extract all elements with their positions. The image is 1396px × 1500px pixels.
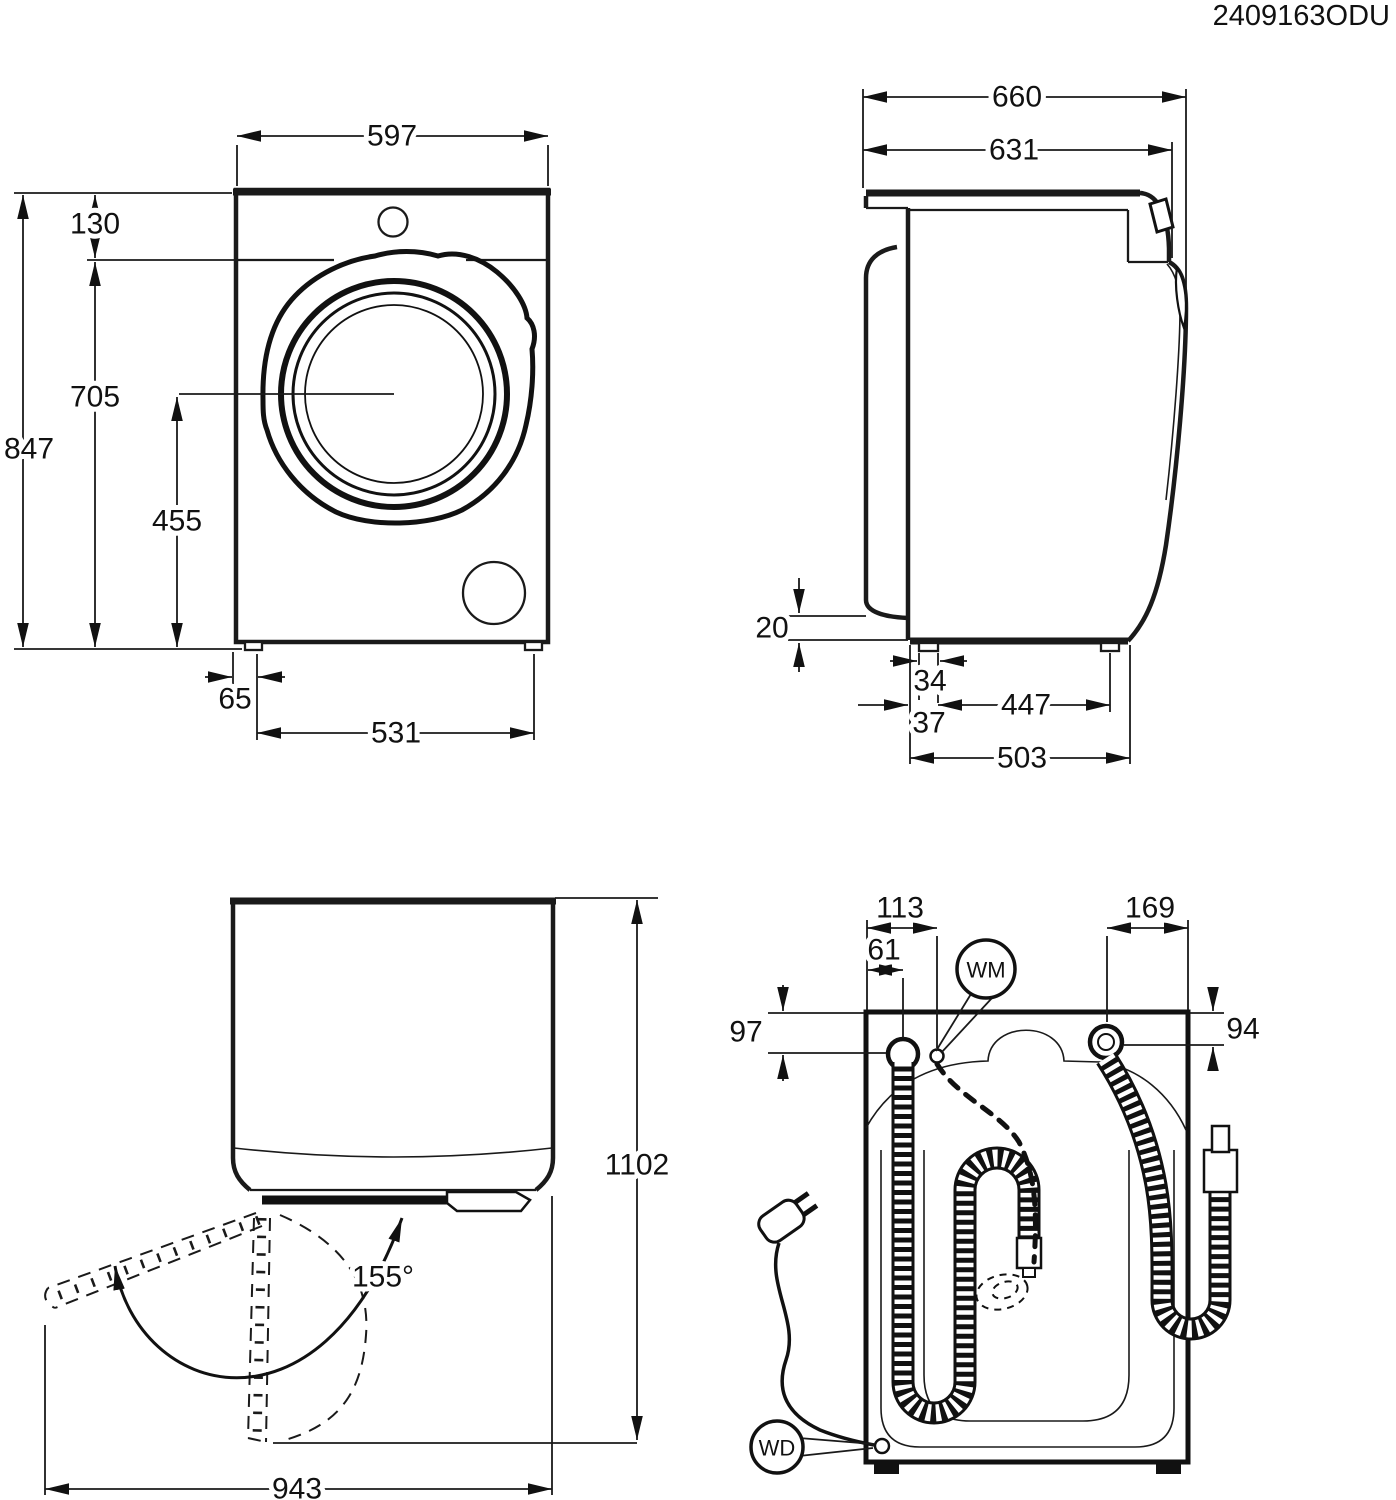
dim-front-height: 847 bbox=[0, 192, 242, 650]
door-swing-outline bbox=[279, 1214, 368, 1441]
dim-door-angle: 155° bbox=[352, 1261, 414, 1294]
program-knob-icon bbox=[377, 206, 409, 238]
wd-outlet bbox=[873, 1437, 891, 1455]
wm-callout: WM bbox=[935, 938, 1017, 1054]
side-rear-cover bbox=[863, 244, 909, 621]
front-right-foot bbox=[523, 640, 544, 652]
svg-text:847: 847 bbox=[4, 433, 54, 466]
wd-callout: WD bbox=[749, 1419, 891, 1475]
dim-feet-span-side: 447 bbox=[938, 653, 1111, 727]
side-door-bulge bbox=[1126, 259, 1189, 643]
open-view-base-curve bbox=[233, 1147, 553, 1158]
wd-label: WD bbox=[759, 1436, 796, 1461]
document-code: 2409163ODU bbox=[1213, 0, 1390, 32]
inlet-hose-connector-stem bbox=[1210, 1124, 1231, 1154]
open-view-left-edge bbox=[230, 902, 252, 1192]
svg-text:447: 447 bbox=[1001, 689, 1051, 722]
svg-text:455: 455 bbox=[152, 505, 202, 538]
door-hanging-outline bbox=[247, 1217, 271, 1443]
dim-door-center-from-top: 705 bbox=[65, 262, 125, 647]
svg-text:61: 61 bbox=[867, 934, 900, 967]
svg-text:34: 34 bbox=[913, 665, 946, 698]
dim-left-port-depth: 97 bbox=[724, 985, 886, 1081]
svg-text:597: 597 bbox=[367, 120, 417, 153]
svg-text:65: 65 bbox=[218, 683, 251, 716]
power-cord bbox=[773, 1242, 875, 1447]
svg-text:20: 20 bbox=[755, 612, 788, 645]
dim-foot-width: 34 bbox=[890, 653, 967, 703]
dim-foot-inset: 65 bbox=[205, 652, 285, 740]
drain-hose-nipple bbox=[1022, 1267, 1036, 1278]
wm-cable bbox=[934, 1061, 1038, 1311]
door-outer-rim bbox=[260, 249, 537, 526]
svg-text:169: 169 bbox=[1125, 892, 1175, 925]
svg-text:705: 705 bbox=[70, 381, 120, 414]
door-handle-groove bbox=[1174, 265, 1188, 333]
filter-flap-icon bbox=[461, 560, 527, 626]
wm-balloon bbox=[955, 938, 1017, 1000]
dim-top-panel: 130 bbox=[65, 195, 236, 261]
door-swing-arc bbox=[113, 1217, 404, 1380]
dim-rear-foot-offset: 37 bbox=[858, 645, 951, 764]
dim-depth-door-open: 943 bbox=[44, 1196, 553, 1500]
open-view-right-edge bbox=[534, 902, 556, 1192]
svg-text:94: 94 bbox=[1226, 1013, 1259, 1046]
dim-door-center-from-floor: 455 bbox=[147, 393, 394, 647]
drain-hose bbox=[891, 1062, 1043, 1425]
svg-text:1102: 1102 bbox=[605, 1149, 670, 1182]
svg-text:113: 113 bbox=[876, 892, 924, 925]
dim-front-width: 597 bbox=[236, 115, 549, 186]
side-front-foot bbox=[1099, 641, 1121, 653]
side-view: 660 631 20 34 447 bbox=[750, 76, 1189, 780]
svg-text:631: 631 bbox=[989, 134, 1039, 167]
dim-depth-with-door: 660 bbox=[862, 76, 1187, 300]
side-rear-foot bbox=[917, 641, 940, 653]
inlet-hose bbox=[1096, 1051, 1239, 1341]
dim-height-door-open: 1102 bbox=[273, 897, 674, 1444]
rear-view: WD WM 113 61 169 bbox=[724, 887, 1265, 1475]
power-plug-icon bbox=[757, 1191, 819, 1244]
svg-text:97: 97 bbox=[729, 1016, 762, 1049]
svg-text:660: 660 bbox=[992, 81, 1042, 114]
svg-text:130: 130 bbox=[70, 208, 120, 241]
dim-right-port-depth: 94 bbox=[1124, 987, 1265, 1071]
wd-balloon bbox=[749, 1419, 805, 1475]
svg-text:37: 37 bbox=[912, 707, 945, 740]
svg-text:943: 943 bbox=[272, 1473, 322, 1500]
rear-right-foot bbox=[1156, 1462, 1181, 1474]
dim-base-depth: 503 bbox=[910, 645, 1131, 780]
rear-top-contour bbox=[865, 1029, 1187, 1131]
svg-text:531: 531 bbox=[371, 717, 421, 750]
rear-inset-contour-inner bbox=[923, 1150, 1130, 1422]
svg-text:503: 503 bbox=[997, 742, 1047, 775]
door-open-view: 155° 1102 943 bbox=[44, 897, 674, 1500]
dim-power-cord-offset: 61 bbox=[862, 929, 906, 1038]
front-view: 597 847 130 705 455 bbox=[0, 115, 551, 755]
dim-inlet-hose-offset: 169 bbox=[1106, 887, 1189, 1022]
front-cabinet-outline bbox=[233, 187, 551, 645]
dim-feet-span-front: 531 bbox=[257, 654, 535, 755]
door-open-155-outline bbox=[44, 1212, 263, 1309]
door-grip bbox=[445, 1190, 532, 1213]
dim-drain-hose-offset: 113 bbox=[866, 887, 938, 1048]
wm-label: WM bbox=[966, 958, 1005, 983]
inlet-hose-port-inner bbox=[1097, 1033, 1115, 1051]
inlet-hose-connector bbox=[1202, 1148, 1239, 1194]
dim-rear-cover-gap: 20 bbox=[750, 578, 908, 672]
front-left-foot bbox=[243, 640, 264, 652]
rear-left-foot bbox=[874, 1462, 899, 1474]
dim-depth-body: 631 bbox=[863, 129, 1173, 258]
rear-inset-contour-outer bbox=[880, 1150, 1175, 1448]
detergent-drawer-tab bbox=[1148, 197, 1175, 234]
